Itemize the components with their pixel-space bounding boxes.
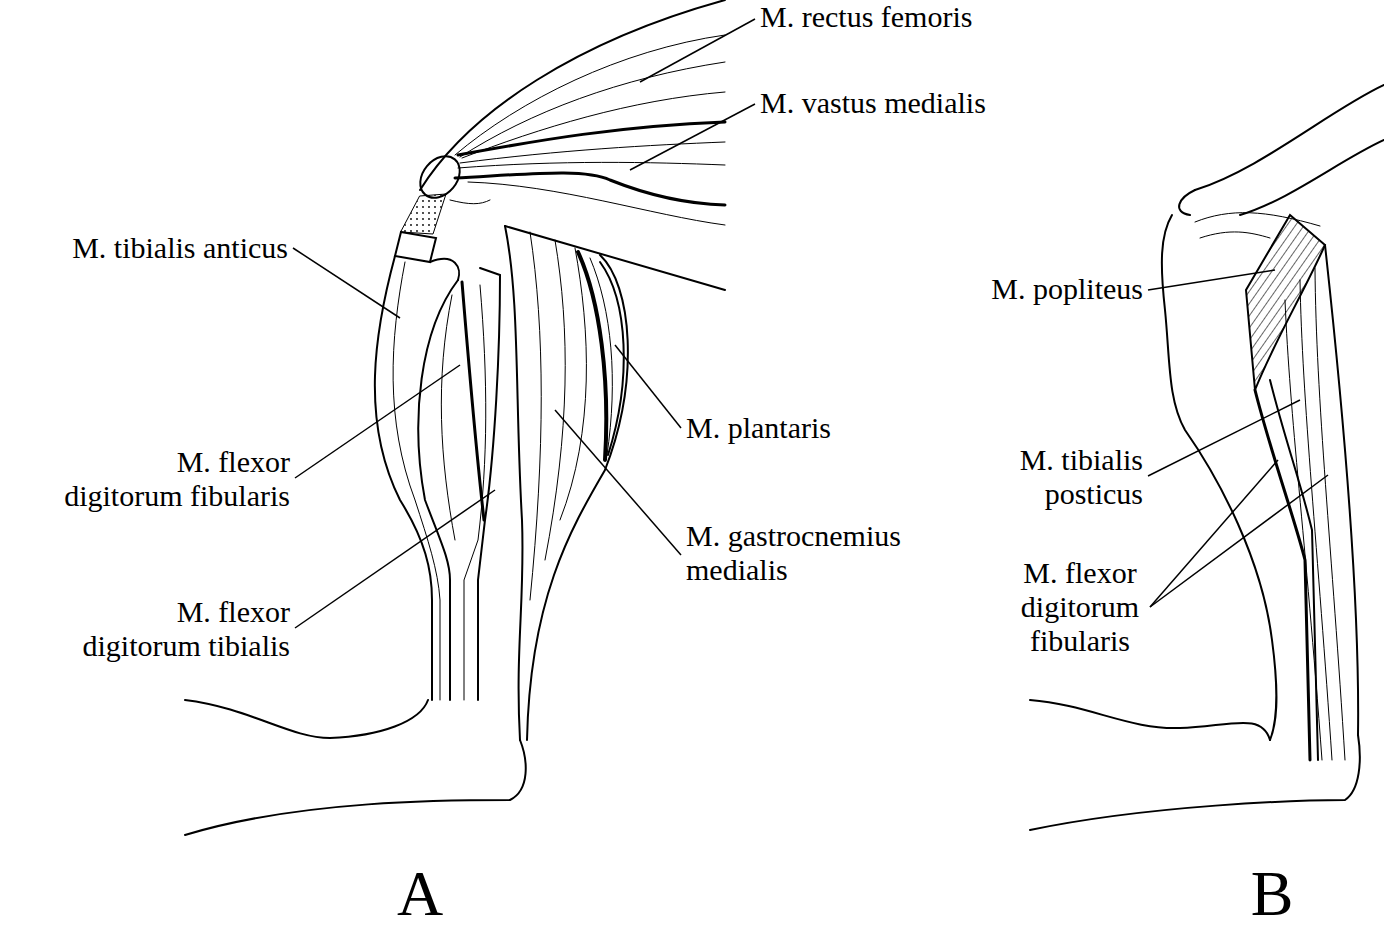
ligament-dotted bbox=[401, 194, 446, 234]
vastus-fiber bbox=[460, 142, 725, 163]
label-line: fibularis bbox=[1021, 624, 1139, 658]
label-line: M. flexor bbox=[64, 445, 290, 479]
fdf-fiber bbox=[441, 295, 455, 540]
foot-upper bbox=[1030, 700, 1270, 740]
panel-a-drawing bbox=[185, 0, 725, 835]
label-line: M. rectus femoris bbox=[760, 0, 972, 34]
leader-line bbox=[295, 365, 460, 478]
muscle-fiber bbox=[1300, 280, 1332, 760]
fdf-outline bbox=[418, 280, 458, 700]
leg-right-outline bbox=[1325, 245, 1358, 735]
part-label: M. flexor digitorum fibularis bbox=[1021, 556, 1139, 658]
leader-line bbox=[295, 490, 495, 628]
label-line: M. vastus medialis bbox=[760, 86, 986, 120]
thigh-back-line bbox=[505, 226, 725, 290]
gastrocnemius-fiber bbox=[560, 248, 586, 520]
vastus-lower-border bbox=[455, 173, 725, 205]
leader-line bbox=[555, 410, 681, 555]
part-label: M. vastus medialis bbox=[760, 86, 986, 120]
fdt-outline bbox=[478, 268, 500, 700]
gastrocnemius-fiber bbox=[530, 232, 541, 600]
tibialis-anticus-outline bbox=[375, 256, 432, 700]
femur-upper bbox=[1195, 85, 1384, 190]
muscle-strip bbox=[1255, 390, 1310, 760]
part-label: M. gastrocnemius medialis bbox=[686, 519, 901, 587]
fdf-inner bbox=[462, 282, 484, 520]
leader-line bbox=[640, 19, 755, 82]
foot-lower bbox=[185, 740, 526, 835]
leader-line bbox=[1150, 475, 1328, 607]
vastus-fiber bbox=[458, 162, 725, 168]
plantaris-fiber bbox=[590, 258, 612, 455]
leader-line bbox=[1150, 460, 1278, 607]
leader-line bbox=[1148, 270, 1275, 290]
part-label: M. rectus femoris bbox=[760, 0, 972, 34]
foot-lower bbox=[1030, 735, 1360, 830]
label-line: posticus bbox=[1020, 477, 1143, 511]
condyle bbox=[1200, 232, 1270, 238]
thigh-fiber bbox=[450, 200, 490, 204]
label-line: M. tibialis bbox=[1020, 443, 1143, 477]
label-line: M. plantaris bbox=[686, 411, 831, 445]
label-line: digitorum tibialis bbox=[83, 629, 291, 663]
label-line: digitorum fibularis bbox=[64, 479, 290, 513]
leader-line bbox=[293, 248, 400, 318]
tibialis-anticus-inner bbox=[430, 259, 459, 280]
ligament-box bbox=[395, 232, 436, 262]
leader-line bbox=[615, 345, 681, 428]
part-label: M. tibialis anticus bbox=[72, 231, 288, 265]
part-label: M. plantaris bbox=[686, 411, 831, 445]
muscle-fiber bbox=[1315, 268, 1345, 760]
label-line: M. tibialis anticus bbox=[72, 231, 288, 265]
part-label: M. popliteus bbox=[991, 272, 1143, 306]
vastus-fiber bbox=[468, 182, 725, 225]
label-line: M. flexor bbox=[1021, 556, 1139, 590]
gastrocnemius-right bbox=[527, 255, 628, 740]
part-label: M. flexor digitorum fibularis bbox=[64, 445, 290, 513]
part-label: M. flexor digitorum tibialis bbox=[83, 595, 291, 663]
label-line: M. gastrocnemius bbox=[686, 519, 901, 553]
rectus-fiber bbox=[460, 62, 725, 157]
panel-letter: B bbox=[1251, 858, 1294, 930]
fdt-fiber bbox=[464, 285, 486, 700]
rectus-outline bbox=[420, 0, 725, 190]
label-line: B bbox=[1251, 858, 1294, 930]
label-line: A bbox=[397, 858, 443, 930]
part-label: M. tibialis posticus bbox=[1020, 443, 1143, 511]
muscle-strip bbox=[1270, 380, 1318, 760]
leader-line bbox=[630, 104, 755, 170]
plantaris-thick bbox=[578, 252, 606, 460]
label-line: medialis bbox=[686, 553, 901, 587]
label-line: M. flexor bbox=[83, 595, 291, 629]
femur-end bbox=[1179, 190, 1195, 215]
foot-upper bbox=[185, 700, 428, 738]
gastrocnemius-fiber bbox=[545, 240, 565, 560]
gastrocnemius-left bbox=[505, 226, 523, 740]
label-line: digitorum bbox=[1021, 590, 1139, 624]
label-line: M. popliteus bbox=[991, 272, 1143, 306]
panel-letter: A bbox=[397, 858, 443, 930]
femur-lower bbox=[1240, 140, 1384, 215]
leader-lines bbox=[293, 19, 1328, 628]
leader-line bbox=[1148, 400, 1300, 476]
